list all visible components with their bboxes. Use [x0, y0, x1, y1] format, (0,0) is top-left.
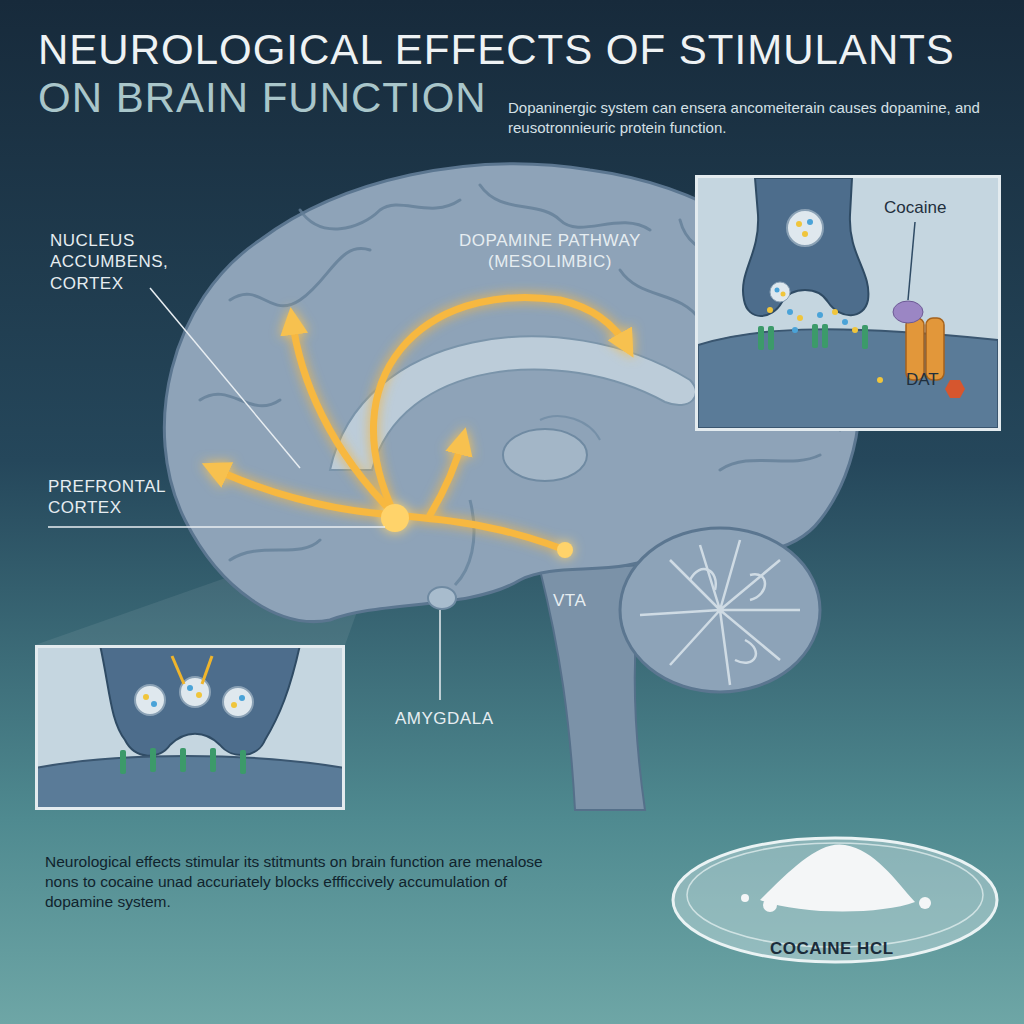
synapse-inset	[758, 326, 764, 350]
synapse-inset	[35, 756, 345, 810]
caption: Neurological effects stimular its stitmu…	[45, 852, 575, 912]
brain-sagittal	[690, 569, 765, 663]
synapse-inset	[770, 282, 790, 302]
synapse-inset	[187, 685, 193, 691]
inset-box: CocaineDAT	[695, 175, 1001, 431]
leader-line	[48, 288, 440, 700]
region-label: AMYGDALA	[395, 708, 515, 729]
synapse-inset	[787, 210, 823, 246]
petri-dish	[673, 838, 997, 962]
synapse-inset	[143, 694, 149, 700]
synapse-inset	[698, 329, 998, 428]
synapse-inset	[767, 307, 773, 313]
petri-dish	[741, 894, 749, 902]
synapse-inset	[223, 687, 253, 717]
molecule-label: Cocaine	[884, 198, 946, 218]
synapse-inset	[775, 288, 780, 293]
synapse-inset	[767, 307, 883, 383]
synapse-inset	[812, 324, 818, 348]
dopamine-pathway-arrow	[373, 297, 628, 515]
synapse-inset	[150, 748, 156, 772]
dopamine-pathway-arrow	[395, 515, 565, 550]
synapse-inset	[172, 656, 184, 684]
synapse-inset	[35, 645, 345, 810]
synapse-inset	[908, 222, 915, 300]
synapse-inset	[151, 701, 157, 707]
synapse-inset	[172, 656, 212, 684]
synapse-inset	[768, 326, 774, 350]
brain-sagittal	[455, 500, 474, 585]
synapse-inset	[842, 319, 848, 325]
synapse-inset	[240, 750, 246, 774]
synapse-inset	[698, 178, 998, 428]
synapse-inset	[787, 309, 793, 315]
brain-sagittal	[503, 429, 587, 481]
synapse-inset	[822, 324, 828, 348]
synapse-inset	[35, 645, 345, 810]
synapse-inset	[135, 677, 253, 717]
synapse-inset	[832, 309, 838, 315]
petri-dish	[919, 897, 931, 909]
brain-sagittal	[720, 455, 820, 470]
brain-sagittal	[540, 416, 600, 440]
synapse-inset	[792, 327, 798, 333]
synapse-inset	[796, 221, 802, 227]
petri-dish	[687, 843, 983, 947]
leader-line	[439, 610, 441, 700]
synapse-inset	[877, 377, 883, 383]
synapse-inset	[698, 178, 998, 428]
synapse-inset	[135, 685, 165, 715]
synapse-inset	[817, 312, 823, 318]
synapse-inset	[862, 325, 868, 349]
brain-sagittal	[230, 248, 370, 305]
brain-sagittal	[640, 540, 800, 685]
dopamine-pathway-arrow	[430, 438, 463, 515]
synapse-inset	[231, 702, 237, 708]
petri-dish	[673, 838, 997, 962]
synapse-inset	[787, 309, 848, 333]
synapse-inset	[120, 750, 126, 774]
dopamine-pathway-arrow	[557, 542, 573, 558]
synapse-inset	[210, 748, 216, 772]
synapse-inset	[781, 292, 786, 297]
petri-dish	[760, 844, 915, 911]
synapse-inset	[797, 315, 803, 321]
brain-sagittal	[620, 270, 700, 320]
region-label: NUCLEUS ACCUMBENS, CORTEX	[50, 230, 200, 294]
brain-sagittal	[428, 587, 456, 609]
leader-line	[150, 288, 300, 468]
synapse-inset	[945, 380, 965, 398]
petri-dish	[763, 898, 777, 912]
synapse-inset	[239, 695, 245, 701]
brain-sagittal	[300, 200, 460, 229]
brain-sagittal	[230, 540, 320, 560]
brain-sagittal	[620, 528, 820, 692]
transporter-label: DAT	[906, 370, 939, 390]
brain-sagittal	[640, 540, 800, 685]
synapse-inset	[100, 645, 300, 756]
synapse-inset	[35, 645, 345, 810]
synapse-inset	[743, 178, 868, 316]
synapse-inset	[852, 327, 858, 333]
region-label: VTA	[553, 590, 613, 611]
subtitle-note: Dopaninergic system can ensera ancomeite…	[508, 98, 998, 137]
synapse-inset	[807, 219, 813, 225]
region-label: PREFRONTAL CORTEX	[48, 476, 198, 519]
synapse-inset	[180, 748, 186, 772]
synapse-inset	[202, 656, 212, 684]
pathway-label: DOPAMINE PATHWAY (MESOLIMBIC)	[450, 230, 650, 273]
dopamine-pathway-arrow	[212, 297, 628, 558]
brain-sagittal	[480, 185, 650, 230]
leader-line	[48, 526, 385, 528]
synapse-inset	[802, 231, 808, 237]
synapse-inset	[893, 301, 923, 323]
synapse-inset	[196, 692, 202, 698]
sample-label: COCAINE HCL	[770, 938, 940, 959]
dopamine-pathway-arrow	[381, 504, 409, 532]
dopamine-pathway-arrow	[212, 468, 395, 515]
synapse-inset	[758, 324, 868, 350]
synapse-inset	[120, 748, 246, 774]
